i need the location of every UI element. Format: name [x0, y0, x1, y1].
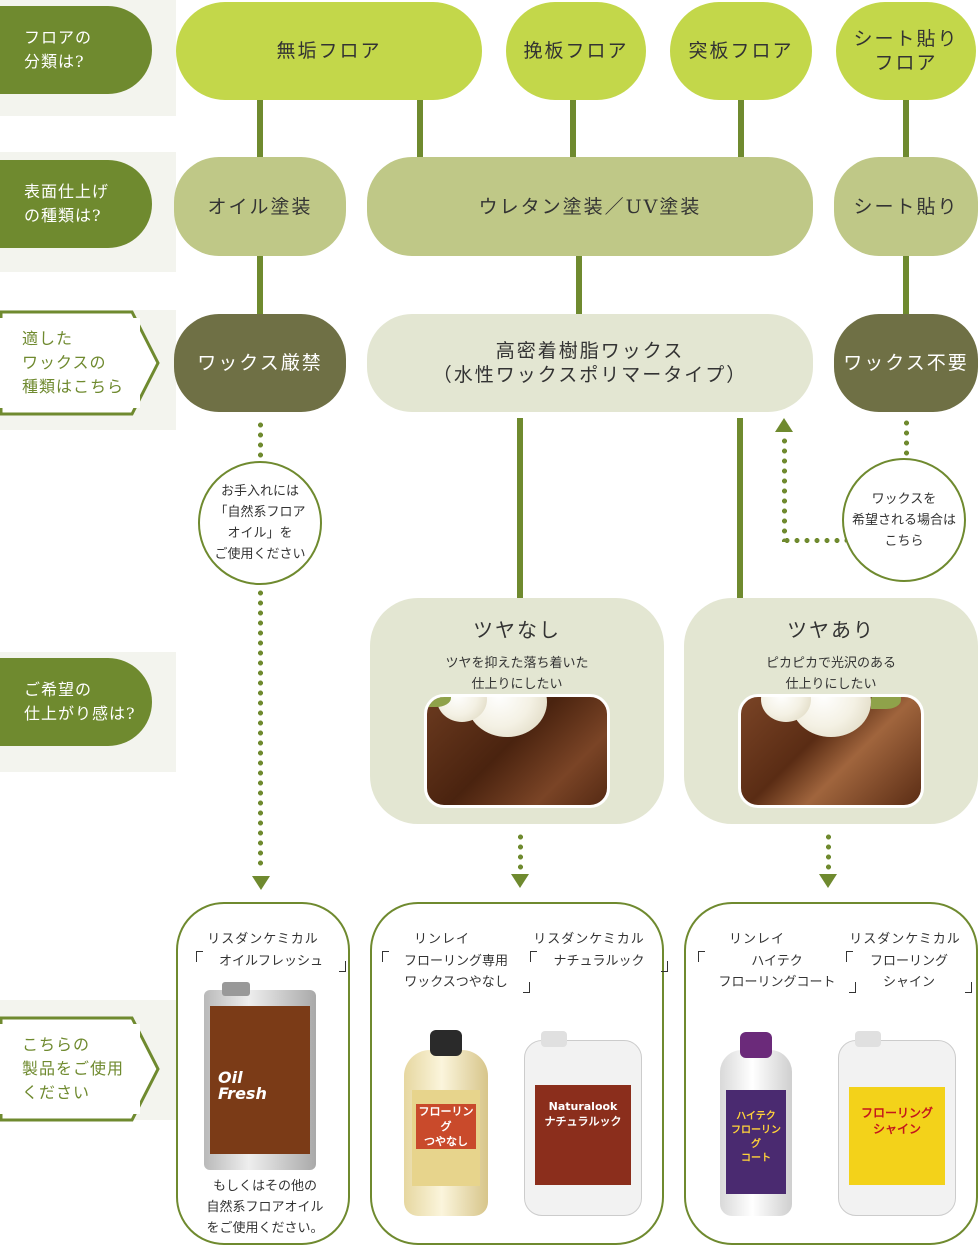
product-jug-matte-2: Naturalook ナチュラルック: [524, 1031, 642, 1216]
finish-title-gloss: ツヤあり: [787, 618, 875, 642]
wax-unneeded: ワックス不要: [834, 314, 978, 412]
wax-forbidden: ワックス厳禁: [174, 314, 346, 412]
note-wax-wish: ワックスを 希望される場合は こちら: [842, 458, 966, 582]
row-label-surface: 表面仕上げ の種類は?: [0, 160, 152, 248]
arrow-down-gloss: [819, 874, 837, 888]
row-label-wax-type: 適した ワックスの 種類はこちら: [0, 318, 140, 408]
brand-gloss-1: リンレイ: [728, 932, 785, 947]
row-label-floor-type: フロアの 分類は?: [0, 6, 152, 94]
finish-desc-matte: ツヤを抑えた落ち着いた 仕上りにしたい: [445, 656, 589, 692]
product-can-oil: Oil Fresh: [204, 982, 316, 1170]
connector-sheet-unneeded: [903, 254, 909, 318]
row-label-finish: ご希望の 仕上がり感は?: [0, 658, 152, 746]
finish-photo-gloss: [738, 694, 924, 808]
product-name-matte-1: フローリング専用 ワックスつやなし: [382, 951, 530, 993]
label-matte-1: フローリング つやなし: [416, 1104, 476, 1149]
row-label-products: こちらの 製品をご使用 ください: [0, 1024, 140, 1114]
floor-sheet: シート貼り フロア: [836, 2, 976, 100]
floor-tsukiita: 突板フロア: [670, 2, 812, 100]
note-oil-alt: もしくはその他の 自然系フロアオイル をご使用ください。: [206, 1179, 324, 1236]
connector-muku-oil: [257, 98, 263, 164]
connector-urethane-resin: [576, 254, 582, 318]
surface-urethane: ウレタン塗装／UV塗装: [367, 157, 813, 256]
brand-gloss-2: リスダンケミカル: [849, 932, 961, 947]
connector-tsukiita-urethane: [738, 98, 744, 164]
label-gloss-1: ハイテク フローリング コート: [731, 1111, 781, 1164]
dotted-note-oil-product: [258, 588, 263, 870]
connector-muku-urethane: [417, 98, 423, 164]
product-name-matte-2: ナチュラルック: [530, 951, 668, 972]
connector-resin-matte: [517, 418, 523, 603]
dotted-matte-products: [518, 832, 523, 870]
dotted-forbidden-note: [258, 420, 263, 478]
finish-desc-gloss: ピカピカで光沢のある 仕上りにしたい: [765, 656, 896, 692]
finish-card-gloss: ツヤあり ピカピカで光沢のある 仕上りにしたい: [684, 598, 978, 824]
connector-sheet-sheet: [903, 98, 909, 164]
wax-resin: 高密着樹脂ワックス （水性ワックスポリマータイプ）: [367, 314, 813, 412]
product-name-gloss-1: ハイテク フローリングコート: [698, 951, 856, 993]
finish-card-matte: ツヤなし ツヤを抑えた落ち着いた 仕上りにしたい: [370, 598, 664, 824]
arrow-up-resin: [775, 418, 793, 432]
dotted-unneeded-note: [904, 418, 909, 458]
surface-sheet: シート貼り: [834, 157, 978, 256]
note-oil-care: お手入れには 「自然系フロア オイル」を ご使用ください: [198, 461, 322, 585]
label-gloss-2: フローリング シャイン: [860, 1106, 933, 1136]
label-oil-fresh: Oil Fresh: [218, 1068, 267, 1103]
dotted-back-up: [782, 436, 787, 542]
product-name-gloss-2: フローリング シャイン: [846, 951, 972, 993]
product-bottle-gloss-1: ハイテク フローリング コート: [720, 1032, 792, 1216]
product-name-oil: オイルフレッシュ: [196, 951, 346, 972]
product-bottle-matte-1: フローリング つやなし: [404, 1030, 488, 1216]
brand-matte-2: リスダンケミカル: [533, 932, 645, 947]
arrow-down-matte: [511, 874, 529, 888]
surface-oil: オイル塗装: [174, 157, 346, 256]
finish-title-matte: ツヤなし: [473, 618, 561, 642]
dotted-note-back: [782, 538, 846, 543]
dotted-gloss-products: [826, 832, 831, 870]
product-jug-gloss-2: フローリング シャイン: [838, 1031, 956, 1216]
arrow-down-oil: [252, 876, 270, 890]
floor-muku: 無垢フロア: [176, 2, 482, 100]
brand-oil: リスダンケミカル: [207, 932, 319, 947]
brand-matte-1: リンレイ: [413, 932, 470, 947]
label-matte-2: Naturalook ナチュラルック: [544, 1100, 622, 1128]
connector-oil-forbidden: [257, 254, 263, 318]
floor-hikiita: 挽板フロア: [506, 2, 646, 100]
connector-hikiita-urethane: [570, 98, 576, 164]
finish-photo-matte: [424, 694, 610, 808]
connector-resin-gloss: [737, 418, 743, 603]
